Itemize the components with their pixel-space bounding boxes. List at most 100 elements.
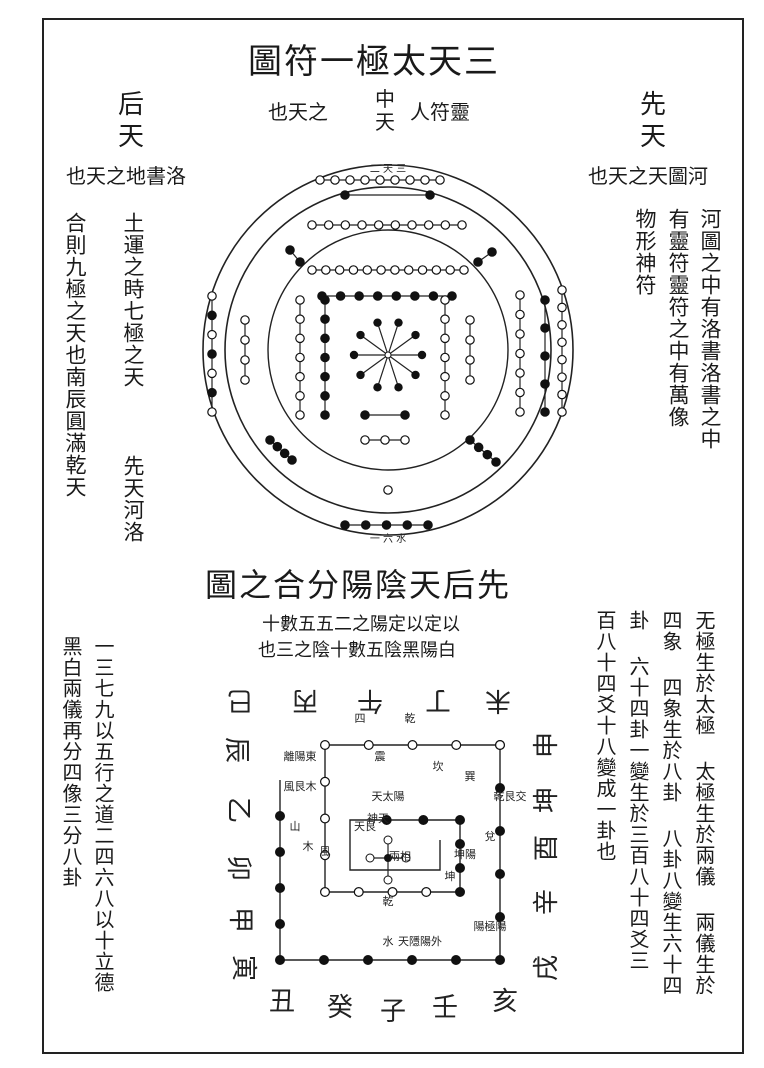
white-dot [440,371,450,382]
center-star [349,318,427,392]
white-dot [403,265,414,275]
black-dot [320,371,330,382]
black-dot [207,387,217,398]
black-dot [400,410,410,420]
bottom-right-column-2: 四象 四象生於八卦 八卦八變生六十四 [659,610,683,996]
star-ray [376,322,389,356]
inner-label: 天太陽 [372,790,405,803]
white-dot [557,285,567,295]
white-dot [387,886,398,897]
ring-char: 未 [485,685,511,715]
ring-char: 子 [380,997,406,1027]
white-dot [515,407,525,417]
white-dot [360,175,370,185]
white-dot [431,265,442,275]
white-dot [440,295,450,305]
black-dot [275,846,286,857]
black-dot [275,918,286,929]
white-dot [375,175,385,185]
white-dot [557,407,567,417]
black-dot [540,407,550,417]
white-dot [340,220,351,230]
white-dot [295,371,305,382]
spiral-diagram [275,739,506,965]
houtian-char-2: 天 [118,122,147,152]
page-frame [42,18,744,1054]
star-dot [356,370,365,380]
ring-char: 辰 [221,737,251,763]
bottom-left-column-2: 黑白兩儀再分四像三分八卦 [59,636,83,888]
star-dot [356,330,365,340]
black-dot [275,882,286,893]
top-subtitle-right: 人符靈 [410,100,470,124]
white-dot [207,368,217,379]
bottom-subtitle-2: 也三之陰十數五陰黑陽白 [258,640,456,661]
center-cross-dot [365,853,375,863]
outer-ring [202,164,574,536]
black-dot [540,323,550,333]
black-dot [428,291,439,301]
ring-char: 甲 [225,907,255,933]
black-dot [279,448,290,459]
white-dot [440,410,450,420]
white-dot [295,410,305,420]
white-dot [557,372,567,382]
inner-label: 乾 [405,712,416,725]
white-dot [465,335,475,345]
white-dot [465,315,475,325]
star-ray [387,354,400,388]
black-dot [287,455,297,465]
white-dot [295,391,305,401]
ring-char: 辛 [532,889,562,915]
white-dot [345,175,355,185]
diagram-label-bottom: 一 六 水 [370,533,406,545]
white-dot [390,265,400,275]
white-dot [320,850,331,861]
star-ray [387,322,400,356]
white-dot [440,333,450,344]
white-dot [348,265,359,275]
white-dot [240,375,250,385]
black-dot [320,333,330,344]
white-dot [295,333,305,344]
inner-label: 木 [303,840,314,853]
black-dot [418,814,429,825]
spiral-inner-line [324,744,500,893]
inner-label: 乾艮交 [494,789,527,803]
white-dot [515,329,525,339]
ring-char: 卯 [223,855,253,881]
black-dot [381,520,392,530]
black-dot [207,310,217,321]
black-dot [540,379,550,389]
white-dot [295,352,305,363]
inner-label: 水 [383,935,394,948]
houtian-char-1: 后 [118,90,147,120]
inner-label: 巽 [465,770,476,783]
black-dot [275,810,286,821]
inner-label: 風 [320,845,331,858]
black-dot [473,442,484,453]
left-column-2: 合則九極之天也南辰圓滿乾天 [63,212,88,498]
black-dot [320,352,330,363]
white-dot [240,315,250,325]
inner-label: 離陽東 [284,749,317,763]
right-column-1: 河圖之中有洛書洛書之中 [698,208,723,450]
white-dot [417,265,428,275]
star-dot [411,370,420,380]
black-dot [319,954,330,965]
diagram-label-top: 二 天 三 [370,164,406,175]
star-ray [387,334,416,356]
white-dot [435,175,445,185]
ring-char: 坤 [532,787,562,813]
bottom-title: 圖之合分陽陰天后先 [205,566,512,604]
luoshu-caption: 也天之地書洛 [66,164,186,188]
white-dot [207,329,217,340]
black-dot [495,782,506,793]
white-dot [557,389,567,400]
inner-label: 兌 [485,830,496,843]
black-dot [491,457,501,467]
black-dot [495,825,506,836]
white-dot [557,320,567,330]
white-dot [390,175,400,185]
